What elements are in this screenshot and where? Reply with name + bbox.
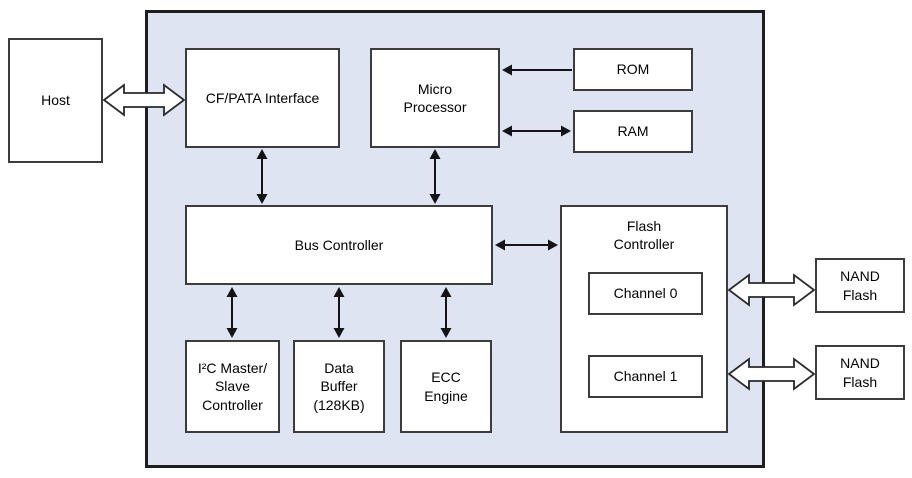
block-nand-flash-1: NAND Flash [815,345,905,400]
block-bus-controller-label: Bus Controller [294,236,384,253]
block-micro-processor: Micro Processor [370,48,500,148]
block-bus-controller: Bus Controller [185,205,493,285]
block-nand-flash-0-label: NAND Flash [840,268,880,303]
block-cf-pata-interface: CF/PATA Interface [185,48,340,148]
block-micro-processor-label: Micro Processor [403,80,467,115]
block-ram-label: RAM [617,123,649,140]
block-rom-label: ROM [616,61,650,78]
block-i2c-master-slave-controller: I²C Master/ Slave Controller [185,340,280,433]
block-data-buffer: Data Buffer (128KB) [293,340,385,433]
block-channel-1-label: Channel 1 [613,368,678,385]
block-cf-pata-interface-label: CF/PATA Interface [205,89,320,106]
block-channel-0: Channel 0 [588,272,703,315]
block-i2c-label: I²C Master/ Slave Controller [197,360,268,413]
block-host-label: Host [41,92,70,109]
block-ecc-engine: ECC Engine [400,340,492,433]
block-nand-flash-0: NAND Flash [815,258,905,313]
block-ecc-engine-label: ECC Engine [424,369,468,404]
block-flash-controller: Flash Controller [560,205,728,433]
block-rom: ROM [573,48,693,91]
block-host: Host [8,38,103,163]
block-channel-0-label: Channel 0 [613,285,678,302]
block-data-buffer-label: Data Buffer (128KB) [313,360,365,413]
block-channel-1: Channel 1 [588,355,703,398]
block-nand-flash-1-label: NAND Flash [840,355,880,390]
block-ram: RAM [573,110,693,153]
block-flash-controller-label: Flash Controller [613,218,675,253]
